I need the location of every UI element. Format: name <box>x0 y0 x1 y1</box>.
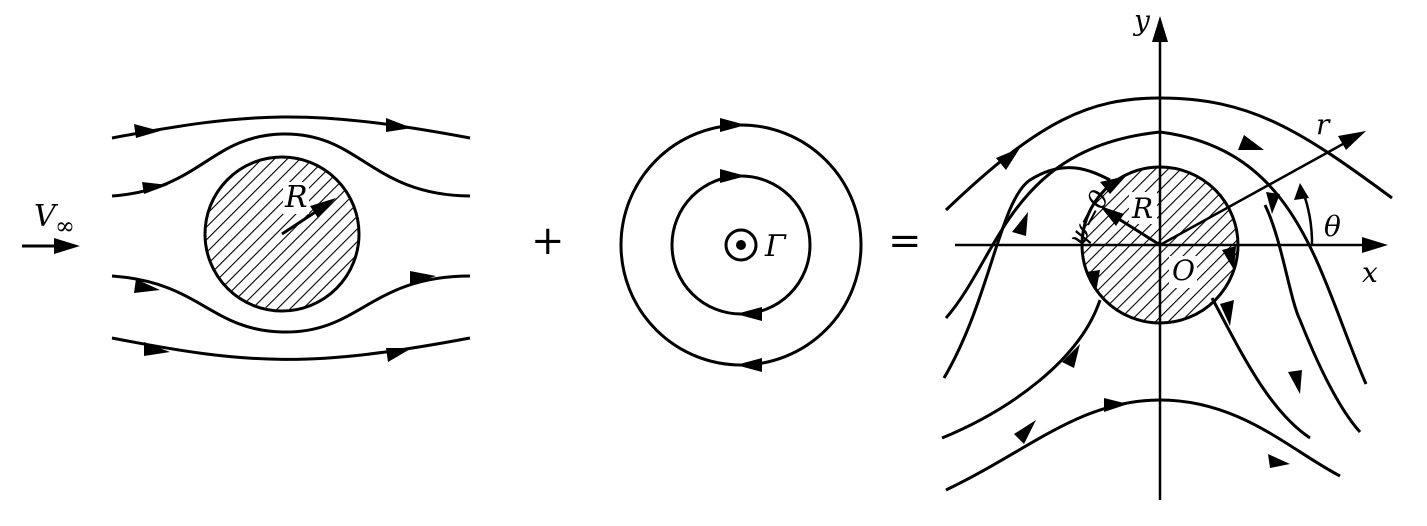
equals-operator: = <box>888 218 922 264</box>
velocity-subscript: ∞ <box>55 212 75 240</box>
free-stream-indicator: V ∞ <box>22 199 80 254</box>
arrow-head <box>1062 344 1080 368</box>
upper-streamline-2 <box>944 130 1368 385</box>
arrow-head <box>996 148 1020 170</box>
r-axis-label: r <box>1316 108 1331 141</box>
theta-label: θ <box>1324 210 1341 243</box>
radius-arrow-1 <box>281 207 321 236</box>
arrow-head <box>736 307 762 321</box>
arrow-head <box>1104 398 1128 412</box>
streamline-3 <box>111 274 471 334</box>
free-stream-arrow-head <box>54 238 80 254</box>
surface-arrow <box>1100 176 1126 194</box>
x-axis-label: x <box>1362 256 1378 289</box>
vortex-core-ring <box>724 228 758 262</box>
x-axis-head <box>1362 237 1388 253</box>
panel-combined-arrows <box>996 135 1302 468</box>
upper-streamline-1 <box>944 96 1393 212</box>
cylinder-2 <box>1080 165 1240 325</box>
arrow-head <box>720 169 746 183</box>
arrow-head <box>1012 212 1028 236</box>
arrow-head <box>410 271 436 285</box>
lower-streamline-3 <box>945 398 1341 492</box>
radius-arrow-2 <box>1113 214 1161 247</box>
arrow-head <box>142 182 168 194</box>
arrow-head <box>134 124 160 138</box>
lower-streamline-1 <box>941 299 1102 440</box>
r-axis-head <box>1338 131 1366 150</box>
radius-label-2: R <box>1131 192 1153 225</box>
arrow-head <box>1238 135 1264 150</box>
radius-label-1: R <box>284 180 308 215</box>
arrow-head <box>720 118 746 132</box>
panel-vortex-arrows <box>720 118 762 372</box>
panel-uniform-arrows <box>134 118 436 362</box>
theta-arc-head <box>1294 183 1309 200</box>
vortex-center-dot <box>736 240 746 250</box>
lower-streamline-2 <box>1210 297 1311 440</box>
panel-combined-streamlines <box>941 96 1393 492</box>
streamline-4 <box>111 336 471 361</box>
surface-arrow <box>1086 270 1100 292</box>
arrow-head <box>144 342 170 356</box>
upper-streamline-3 <box>942 166 1111 379</box>
streamline-2 <box>111 132 471 198</box>
arrow-head <box>134 279 160 293</box>
circulation-label: Γ <box>764 229 787 264</box>
upper-streamline-4 <box>1263 204 1362 434</box>
arrow-head <box>1268 454 1290 468</box>
plus-operator: + <box>531 218 565 264</box>
surface-arrow <box>1222 246 1236 270</box>
arrow-head <box>386 348 412 362</box>
cylinder-1: R <box>203 155 361 313</box>
y-axis-head <box>1152 16 1168 42</box>
arrow-head <box>1220 300 1234 326</box>
arrow-head <box>386 118 412 132</box>
y-axis-label: y <box>1132 4 1151 37</box>
panel-combined-axis-heads <box>1152 16 1388 253</box>
arrow-head <box>1266 192 1280 214</box>
arrow-head <box>1288 370 1302 394</box>
arrow-head <box>736 358 762 372</box>
arrow-head <box>1014 420 1036 444</box>
velocity-label: V <box>34 199 59 234</box>
origin-label: O <box>1172 254 1195 287</box>
